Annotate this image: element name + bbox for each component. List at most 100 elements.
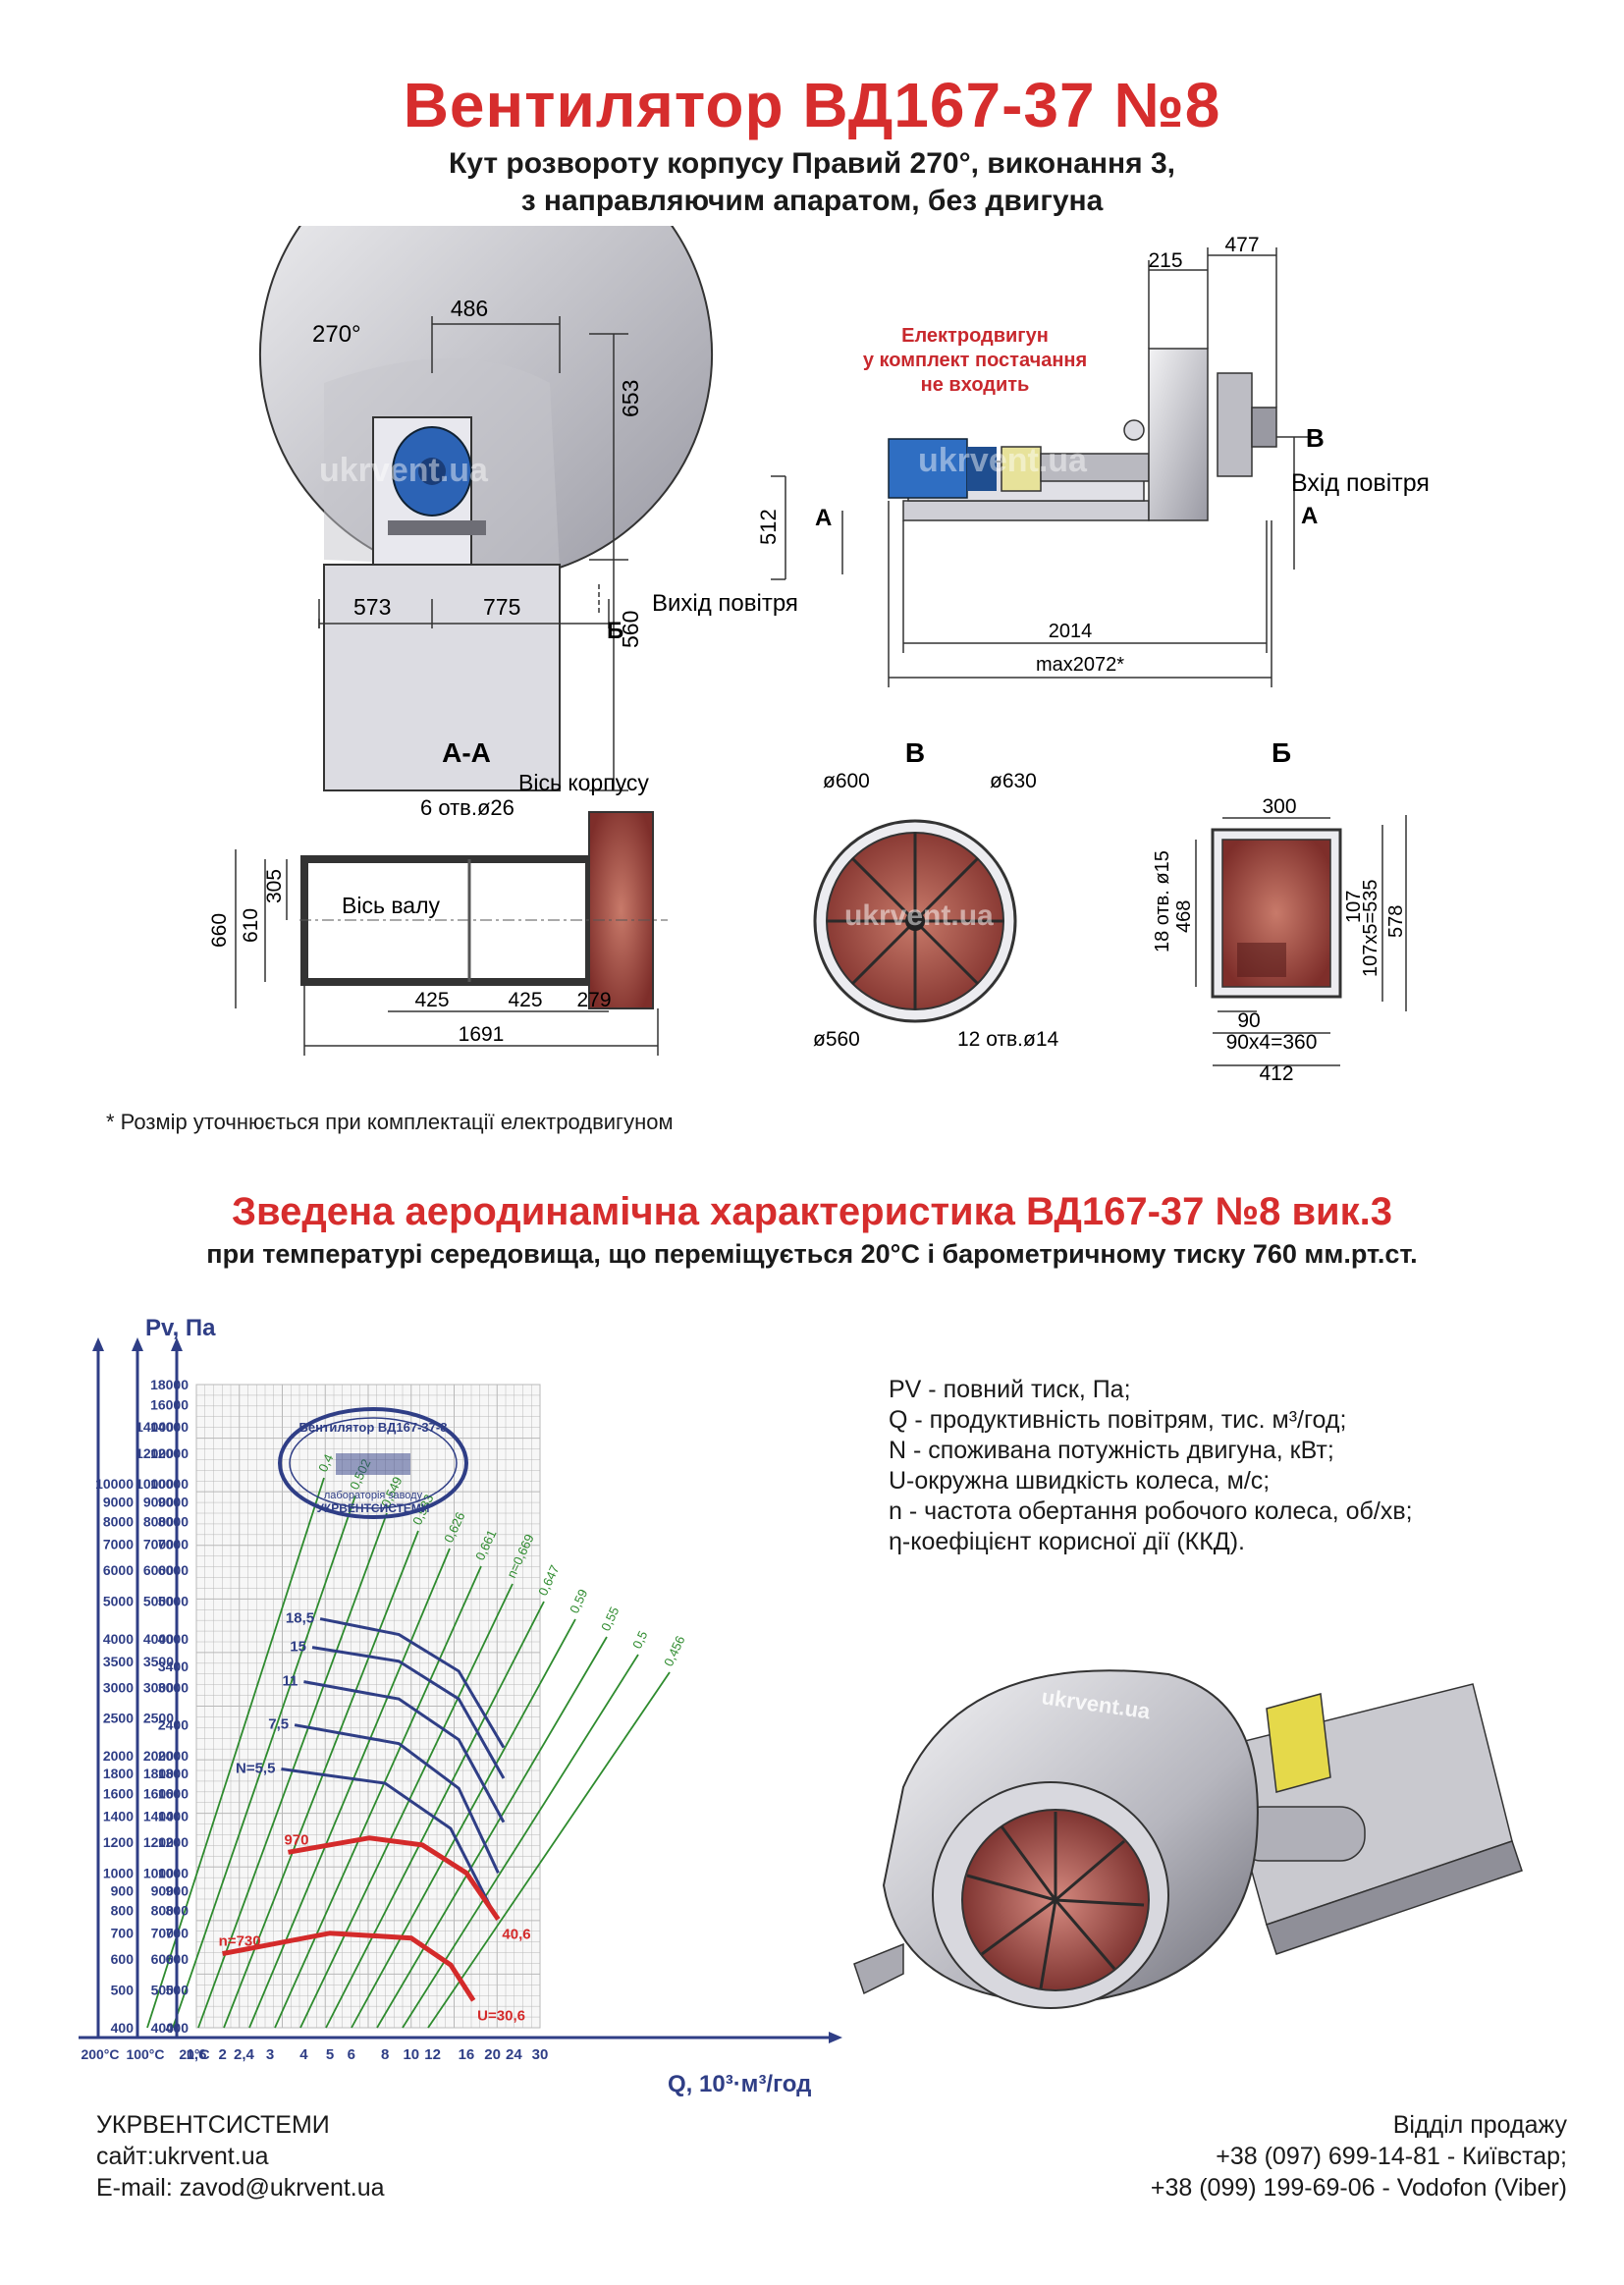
y-tick-label: 3500 [103, 1654, 134, 1669]
dim-573: 573 [353, 594, 391, 620]
page-subtitle-2: з направляючим апаратом, без двигуна [520, 185, 1104, 217]
y-tick-label: 1600 [143, 1785, 174, 1801]
speed-end-label: U=30,6 [477, 2007, 525, 2024]
y-tick-label: 10000 [150, 1476, 189, 1492]
y-tick-label: 2500 [103, 1711, 134, 1726]
y-tick-label: 1400 [143, 1808, 174, 1823]
efficiency-line [172, 1495, 356, 2029]
y-tick-label: 9000 [143, 1494, 174, 1509]
y-tick-label: 900 [166, 1882, 189, 1898]
y-tick-label: 1200 [158, 1834, 189, 1850]
dim-660: 660 [208, 913, 231, 948]
pressure-curve [303, 1680, 506, 1823]
legend-item-n: N - споживана потужність двигуна, кВт; [889, 1437, 1334, 1464]
y-tick-label: 8000 [158, 1514, 189, 1530]
x-tick-label: 8 [381, 2046, 389, 2063]
y-axis-arrow [132, 1337, 143, 1351]
y-tick-label: 4000 [143, 1631, 174, 1647]
legend-item-eff: η-коефіцієнт корисної дії (ККД). [889, 1528, 1245, 1555]
section-b-title: В [905, 737, 925, 768]
temp-label: 20°С [179, 2046, 209, 2062]
efficiency-line [427, 1671, 671, 2029]
x-tick-label: 20 [484, 2046, 501, 2063]
pressure-curve-label: 15 [290, 1639, 306, 1656]
legend-item-u: U-окружна швидкість колеса, м/с; [889, 1467, 1271, 1495]
phone-kyivstar[interactable]: +38 (097) 699-14-81 - Київстар; [1216, 2143, 1567, 2170]
y-tick-label: 7000 [103, 1537, 134, 1552]
pressure-curve [294, 1723, 500, 1874]
footer-company: УКРВЕНТСИСТЕМИ сайт:ukrvent.ua E-mail: z… [96, 2109, 385, 2203]
phone-vodafone[interactable]: +38 (099) 199-69-06 - Vodofon (Viber) [1150, 2174, 1567, 2202]
motor-note-3: не входить [921, 374, 1030, 396]
speed-curve-label: n=730 [219, 1933, 261, 1950]
y-tick-label: 400 [166, 2020, 189, 2036]
y-tick-label: 500 [166, 1983, 189, 1998]
pressure-curve [319, 1617, 506, 1749]
y-tick-label: 5000 [103, 1593, 134, 1608]
y-tick-label: 9000 [103, 1494, 134, 1509]
pressure-curve-label: 18,5 [286, 1610, 314, 1627]
y-tick-label: 1400 [158, 1808, 189, 1823]
y-tick-label: 2000 [143, 1748, 174, 1764]
dim-1691: 1691 [459, 1023, 505, 1046]
dim-max2072: max2072* [1036, 654, 1124, 676]
x-tick-label: 30 [532, 2046, 549, 2063]
company-name: УКРВЕНТСИСТЕМИ [96, 2111, 330, 2139]
efficiency-label: 0,55 [598, 1605, 622, 1633]
y-tick-label: 500 [111, 1983, 135, 1998]
bb-holes-label: 18 отв. ø15 [1152, 850, 1173, 952]
x-tick-label: 3 [266, 2046, 274, 2063]
dim-360: 90х4=360 [1226, 1031, 1318, 1054]
y-tick-label: 6000 [158, 1562, 189, 1578]
y-tick-label: 16000 [150, 1396, 189, 1412]
x-tick-label: 6 [348, 2046, 355, 2063]
x-tick-label: 2,4 [234, 2046, 255, 2063]
side-view-dimensions [318, 316, 628, 791]
temp-label: 100°С [126, 2046, 164, 2062]
y-tick-label: 3000 [143, 1679, 174, 1695]
y-tick-label: 600 [166, 1951, 189, 1967]
axis-shaft-label: Вісь валу [342, 893, 440, 918]
speed-curve [222, 1931, 476, 2002]
aa-holes-label: 6 отв.ø26 [420, 795, 514, 820]
chart-axes: 1800016000140001200010000900080007000600… [79, 1337, 842, 2063]
y-tick-label: 2400 [158, 1717, 189, 1733]
y-tick-label: 2000 [103, 1748, 134, 1764]
chart-xlabel: Q, 10³·м³/год [668, 2071, 811, 2097]
efficiency-line [248, 1548, 451, 2029]
dim-300: 300 [1262, 795, 1296, 818]
dim-477: 477 [1224, 234, 1259, 256]
y-axis-arrow [171, 1337, 183, 1351]
company-site[interactable]: сайт:ukrvent.ua [96, 2143, 269, 2170]
y-tick-label: 1600 [158, 1785, 189, 1801]
technical-drawings: 270° 486 653 560 573 775 Б Вихід повітря… [208, 226, 1430, 1085]
y-tick-label: 5000 [143, 1593, 174, 1608]
y-tick-label: 1400 [103, 1808, 134, 1823]
y-tick-label: 12000 [135, 1445, 174, 1461]
inlet-label: Вхід повітря [1291, 469, 1430, 497]
y-tick-label: 1200 [143, 1834, 174, 1850]
y-tick-label: 900 [111, 1882, 135, 1898]
y-tick-label: 12000 [150, 1445, 189, 1461]
y-tick-label: 800 [166, 1903, 189, 1919]
y-tick-label: 400 [151, 2020, 175, 2036]
x-tick-label: 12 [424, 2046, 441, 2063]
dim-d560: ø560 [813, 1028, 860, 1051]
company-email[interactable]: E-mail: zavod@ukrvent.ua [96, 2174, 385, 2202]
dim-425b: 425 [508, 989, 542, 1011]
section-aa-drawing [299, 811, 668, 1009]
y-tick-label: 2000 [158, 1748, 189, 1764]
y-tick-label: 7000 [158, 1537, 189, 1552]
axis-body-label: Вісь корпусу [518, 770, 649, 795]
y-tick-label: 600 [111, 1951, 135, 1967]
aero-subtitle: при температурі середовища, що переміщує… [206, 1239, 1418, 1269]
y-tick-label: 14000 [150, 1419, 189, 1435]
x-tick-label: 10 [403, 2046, 419, 2063]
page-title: Вентилятор ВД167-37 №8 [403, 70, 1221, 140]
pressure-curve [281, 1767, 494, 1912]
efficiency-line [351, 1618, 576, 2029]
dim-775: 775 [483, 594, 520, 620]
x-tick-label: 16 [459, 2046, 475, 2063]
dim-d600: ø600 [823, 770, 870, 792]
